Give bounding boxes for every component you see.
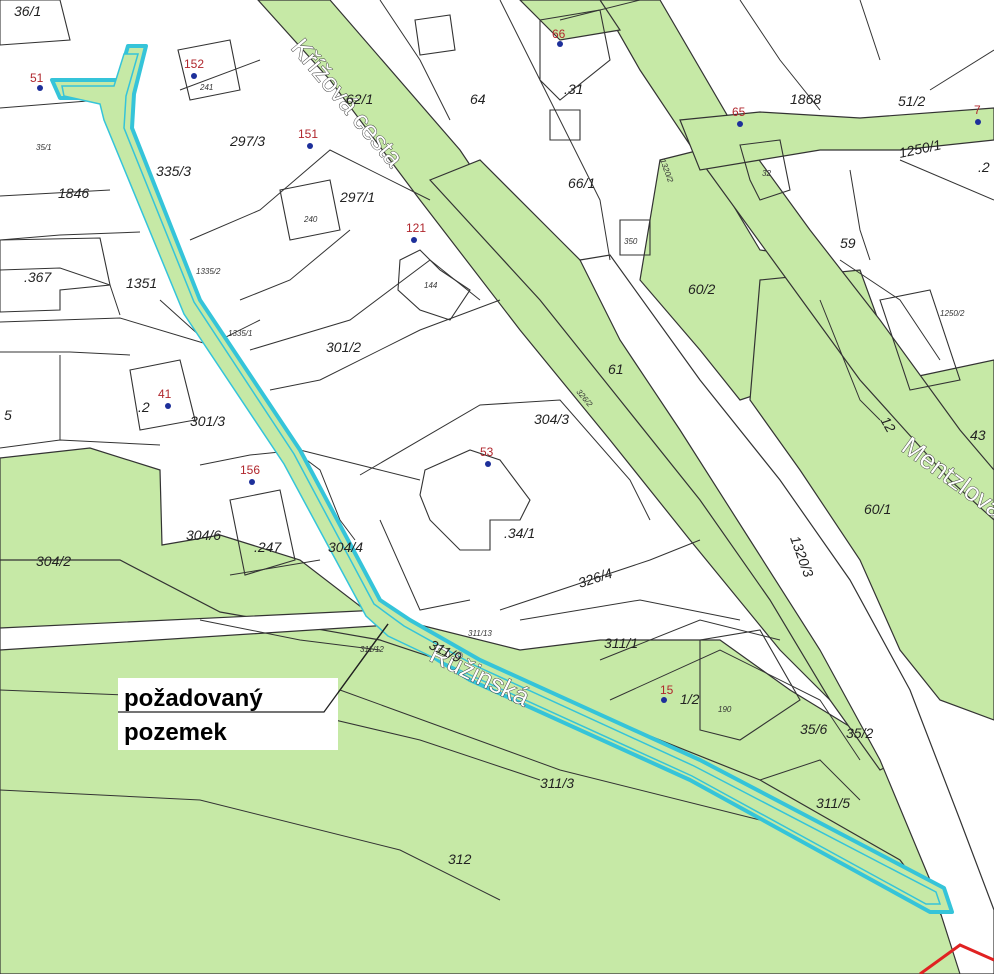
parcel-label: 12	[877, 414, 899, 436]
address-dot	[165, 403, 171, 409]
parcel-label: .2	[138, 399, 150, 415]
parcel-label-small: 144	[424, 281, 438, 290]
green-area-north	[519, 0, 622, 41]
address-dot	[557, 41, 563, 47]
parcel-label: .34/1	[504, 525, 535, 541]
address-label: 53	[480, 445, 494, 459]
parcel-label: .247	[254, 539, 282, 555]
parcel-label-small: 190	[718, 705, 732, 714]
address-label: 65	[732, 105, 746, 119]
parcel-label-small: 241	[199, 83, 213, 92]
parcel-label-small: 350	[624, 237, 638, 246]
address-label: 51	[30, 71, 44, 85]
address-points: 51 152 151 121 66 65 41 156 53 15 7	[30, 27, 981, 703]
address-dot	[975, 119, 981, 125]
red-boundary	[919, 943, 994, 974]
address-dot	[737, 121, 743, 127]
address-label: 7	[974, 103, 981, 117]
address-dot	[307, 143, 313, 149]
callout-line-2: pozemek	[124, 719, 227, 746]
parcel-label-small: 311/13	[468, 629, 492, 638]
parcel-label: .367	[24, 269, 52, 285]
parcel-label: 51/2	[898, 93, 925, 109]
parcel-label: 59	[840, 235, 856, 251]
parcel-label: 60/1	[864, 501, 891, 517]
parcel-label-small: 1335/1	[228, 329, 252, 338]
parcel-label: 301/2	[326, 339, 361, 355]
parcel-label-small: 240	[303, 215, 318, 224]
parcel-label: 311/5	[816, 795, 850, 811]
parcel-label: 1/2	[680, 691, 700, 707]
address-dot	[485, 461, 491, 467]
callout-line-1: požadovaný	[124, 685, 263, 712]
address-label: 156	[240, 463, 260, 477]
parcel-label: 64	[470, 91, 486, 107]
parcel-label: 297/3	[229, 133, 265, 149]
parcel-label: 60/2	[688, 281, 715, 297]
parcel-label: .31	[564, 81, 583, 97]
parcel-label: 1351	[126, 275, 157, 291]
address-dot	[37, 85, 43, 91]
parcel-label-small: 32	[762, 169, 771, 178]
address-dot	[191, 73, 197, 79]
parcel-label: 304/6	[186, 527, 221, 543]
parcel-label: 311/1	[604, 635, 638, 651]
parcel-label: 311/3	[540, 775, 574, 791]
parcel-label-small: 35/1	[36, 143, 52, 152]
parcel-label: 35/6	[800, 721, 827, 737]
parcel-label: 304/3	[534, 411, 569, 427]
address-label: 151	[298, 127, 318, 141]
parcel-label: .2	[978, 159, 990, 175]
parcel-label: 312	[448, 851, 472, 867]
callout-box	[118, 678, 338, 750]
highlighted-parcel-inner	[61, 53, 942, 905]
parcel-label: 5	[4, 407, 12, 423]
address-label: 15	[660, 683, 674, 697]
parcel-label-small: 311/12	[360, 645, 384, 654]
parcel-label: 304/4	[328, 539, 363, 555]
callout-leader-line-top	[118, 623, 389, 713]
parcel-label: 61	[608, 361, 624, 377]
address-dot	[661, 697, 667, 703]
parcel-label: 1868	[790, 91, 821, 107]
parcel-label: 43	[970, 427, 986, 443]
parcel-label: 35/2	[846, 725, 873, 741]
parcel-label: 335/3	[156, 163, 191, 179]
parcel-label: 1846	[58, 185, 89, 201]
parcel-label: 304/2	[36, 553, 71, 569]
address-label: 121	[406, 221, 426, 235]
buildings	[0, 0, 961, 741]
address-dot	[411, 237, 417, 243]
parcel-label: 66/1	[568, 175, 595, 191]
address-label: 152	[184, 57, 204, 71]
parcel-label: 36/1	[14, 3, 41, 19]
parcel-label-small: 1335/2	[196, 267, 221, 276]
parcel-label-small: 1250/2	[940, 309, 965, 318]
address-label: 41	[158, 387, 172, 401]
road-1320-3	[579, 254, 994, 974]
parcel-label: 62/1	[346, 91, 373, 107]
parcel-label: 301/3	[190, 413, 225, 429]
parcel-label: 297/1	[339, 189, 375, 205]
address-dot	[249, 479, 255, 485]
address-label: 66	[552, 27, 566, 41]
green-area-1250	[679, 107, 994, 171]
